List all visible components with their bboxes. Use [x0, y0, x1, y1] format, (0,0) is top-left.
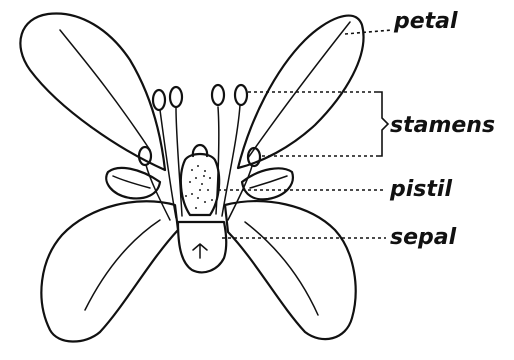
- label-pistil: pistil: [389, 177, 452, 202]
- pistil: [181, 145, 219, 215]
- petal-leader: [345, 30, 392, 34]
- sepal-front: [178, 222, 226, 272]
- label-petal: petal: [393, 9, 458, 34]
- label-stamens: stamens: [390, 113, 495, 138]
- stamen: [153, 90, 176, 218]
- stamens-bracket: [376, 92, 388, 156]
- label-sepal: sepal: [390, 225, 457, 250]
- petal-lower-left: [41, 201, 178, 341]
- pistil-stipple: [185, 165, 213, 209]
- stamen: [139, 147, 170, 220]
- petal-lower-right: [225, 201, 356, 339]
